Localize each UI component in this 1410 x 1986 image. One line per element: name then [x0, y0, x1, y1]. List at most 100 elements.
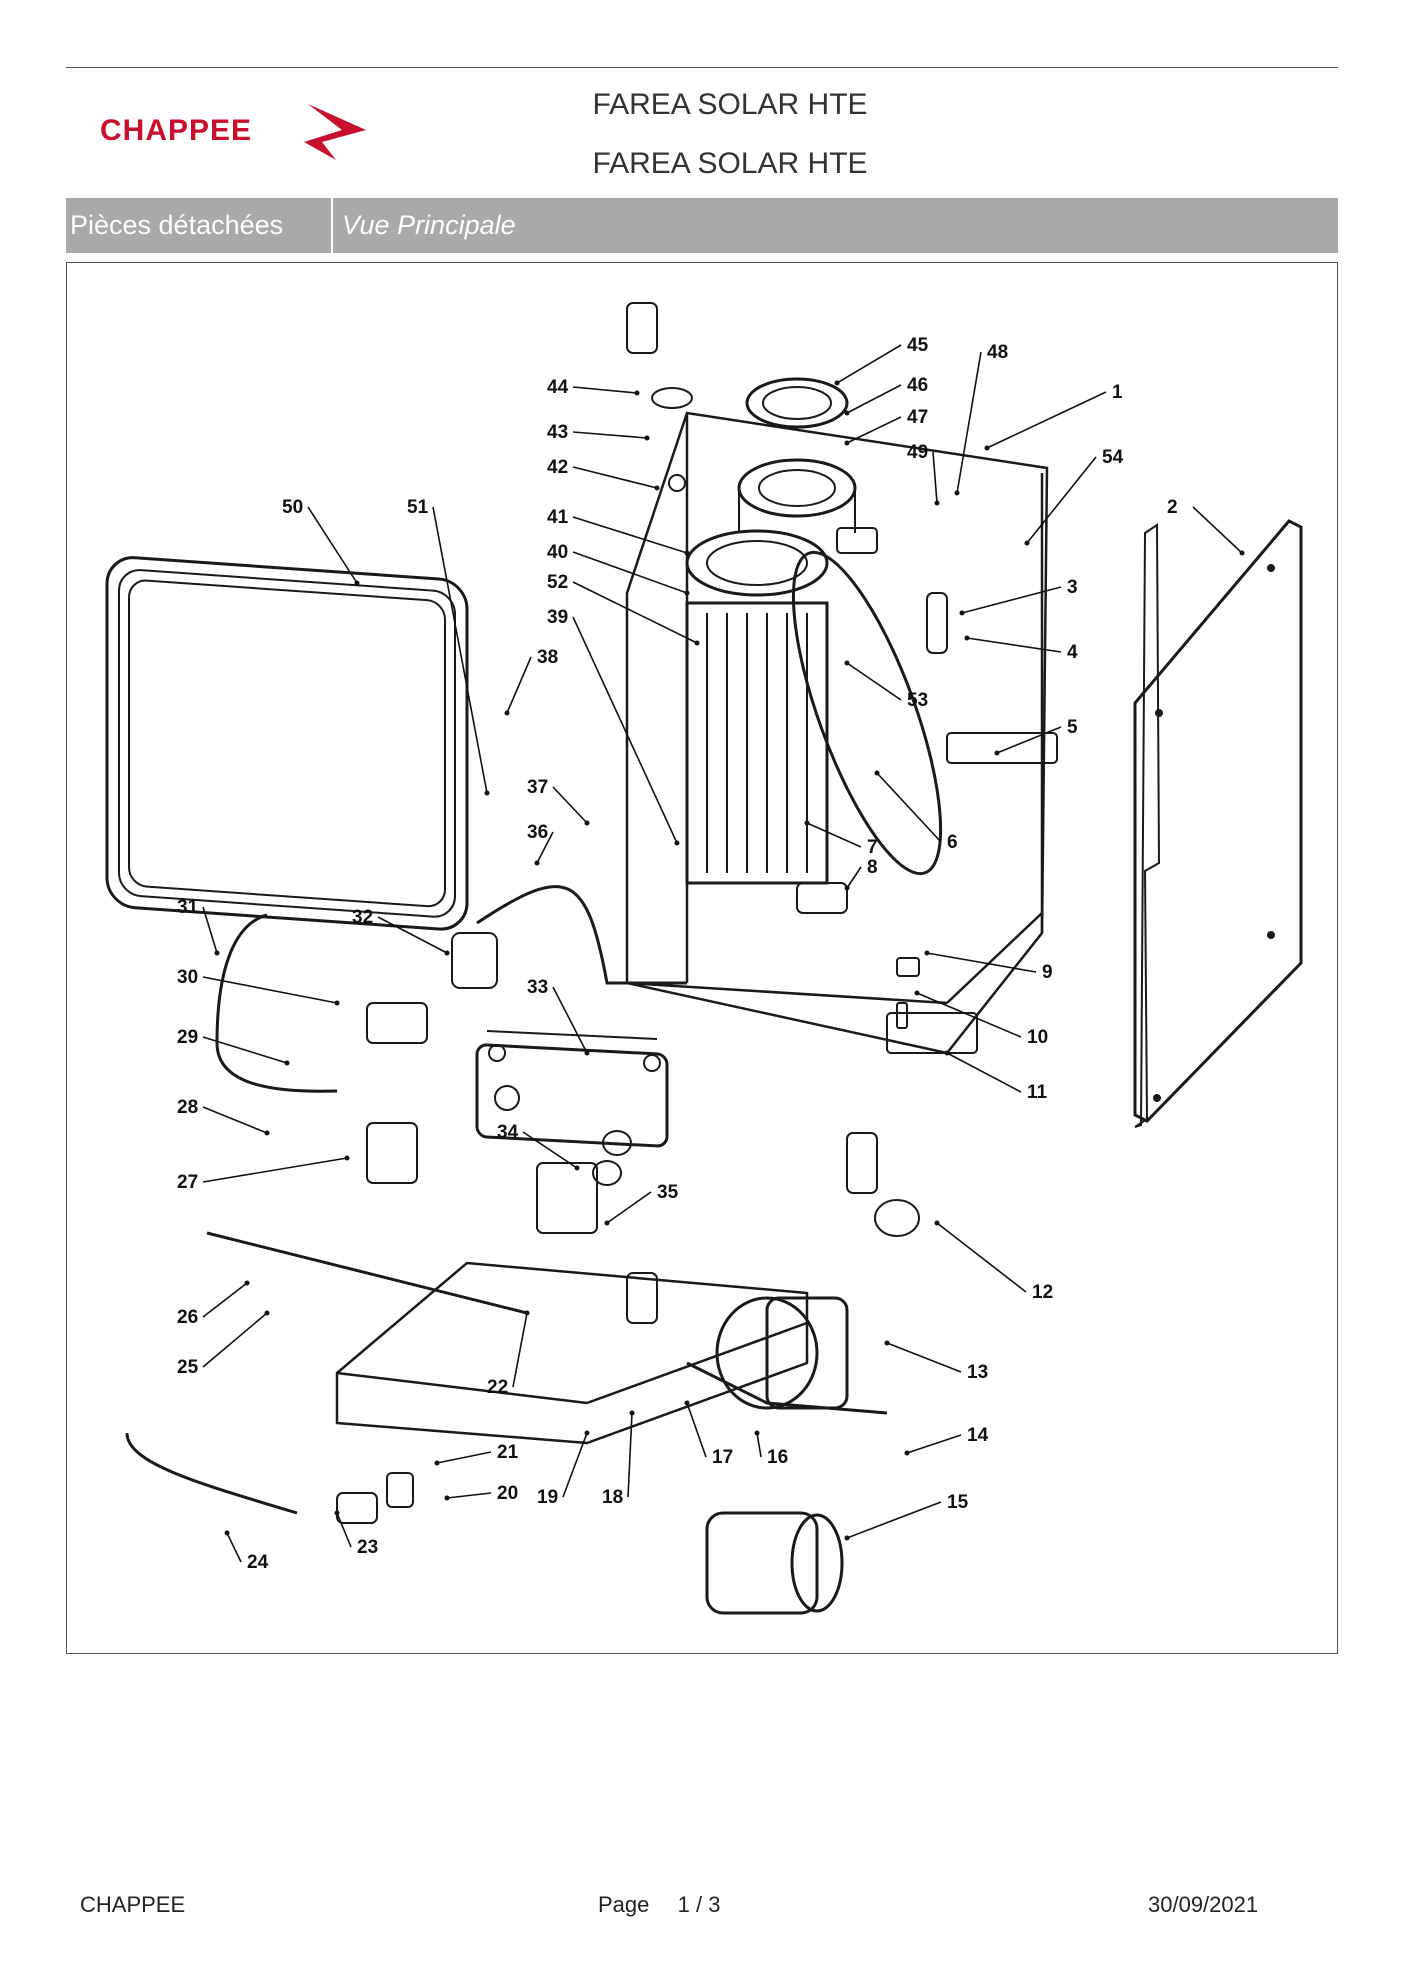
callout-30: 30: [177, 967, 340, 1006]
callout-37: 37: [527, 777, 590, 826]
callout-14: 14: [904, 1425, 989, 1456]
callout-arrowhead-52: [694, 640, 700, 646]
callout-arrowhead-45: [834, 380, 840, 386]
callout-leader-42: [572, 466, 658, 489]
callout-leader-27: [202, 1157, 348, 1183]
callout-label-8: 8: [867, 857, 878, 878]
plate-heat-exchanger-drawing: [475, 1030, 669, 1148]
callout-label-30: 30: [177, 967, 198, 988]
callout-label-1: 1: [1112, 382, 1123, 403]
callout-33: 33: [527, 977, 590, 1056]
callout-leader-43: [572, 431, 648, 439]
callout-23: 23: [334, 1510, 378, 1558]
callout-arrowhead-6: [874, 770, 880, 776]
flue-outlet-drawing: [737, 377, 857, 533]
callout-label-53: 53: [907, 690, 928, 711]
callout-leader-29: [202, 1036, 288, 1064]
callout-label-19: 19: [537, 1487, 558, 1508]
callout-28: 28: [177, 1097, 270, 1136]
callout-arrowhead-46: [844, 410, 850, 416]
callout-label-39: 39: [547, 607, 568, 628]
callout-label-15: 15: [947, 1492, 969, 1513]
callout-arrowhead-9: [924, 950, 930, 956]
callout-label-25: 25: [177, 1357, 199, 1378]
tab-spare-parts[interactable]: Pièces détachées: [66, 198, 333, 253]
callout-45: 45: [834, 335, 929, 386]
callout-44: 44: [547, 377, 640, 398]
small-components-drawing: [336, 302, 1058, 1524]
callout-arrowhead-36: [534, 860, 540, 866]
callout-leader-45: [836, 344, 902, 384]
callout-leader-13: [886, 1342, 962, 1373]
hydraulic-block-drawing: [335, 1261, 809, 1445]
callout-38: 38: [504, 647, 558, 716]
callout-label-44: 44: [547, 377, 569, 398]
callout-label-6: 6: [947, 832, 958, 853]
callout-label-41: 41: [547, 507, 569, 528]
logo-text: CHAPPEE: [100, 114, 253, 147]
callout-label-18: 18: [602, 1487, 623, 1508]
callout-label-7: 7: [867, 837, 878, 858]
footer-date: 30/09/2021: [1148, 1892, 1259, 1917]
callout-label-12: 12: [1032, 1282, 1053, 1303]
callout-15: 15: [844, 1492, 969, 1541]
callout-leader-24: [226, 1532, 242, 1563]
callout-leader-34: [522, 1131, 578, 1169]
callout-16: 16: [754, 1430, 788, 1468]
callout-arrowhead-49: [934, 500, 940, 506]
callout-arrowhead-53: [844, 660, 850, 666]
callout-leader-8: [846, 866, 862, 889]
callout-leader-26: [202, 1282, 248, 1318]
callout-leader-18: [627, 1412, 633, 1498]
callout-arrowhead-38: [504, 710, 510, 716]
callout-leader-2: [1192, 506, 1243, 554]
side-panel-drawing: [1133, 519, 1303, 1128]
callout-label-36: 36: [527, 822, 548, 843]
callout-54: 54: [1024, 447, 1124, 546]
callout-arrowhead-12: [934, 1220, 940, 1226]
callout-label-49: 49: [907, 442, 928, 463]
callout-label-42: 42: [547, 457, 568, 478]
callout-label-34: 34: [497, 1122, 519, 1143]
callout-leader-21: [436, 1451, 492, 1464]
callout-12: 12: [934, 1220, 1053, 1303]
document-subtitle: FAREA SOLAR HTE: [592, 147, 868, 180]
callout-leader-49: [932, 451, 938, 504]
callout-50: 50: [282, 497, 360, 586]
callout-arrowhead-31: [214, 950, 220, 956]
document-title: FAREA SOLAR HTE: [592, 88, 868, 121]
callout-label-13: 13: [967, 1362, 988, 1383]
callout-label-11: 11: [1027, 1082, 1048, 1103]
callout-46: 46: [844, 375, 928, 416]
callout-arrowhead-8: [844, 885, 850, 891]
callout-label-3: 3: [1067, 577, 1078, 598]
pipework-drawing: [125, 885, 888, 1515]
callout-arrowhead-16: [754, 1430, 760, 1436]
callout-leader-1: [986, 391, 1107, 449]
callout-arrowhead-14: [904, 1450, 910, 1456]
callout-arrowhead-17: [684, 1400, 690, 1406]
callout-label-50: 50: [282, 497, 303, 518]
callout-layer: 1234567891011121314151617181920212223242…: [177, 335, 1245, 1573]
callout-leader-14: [906, 1434, 962, 1454]
callout-52: 52: [547, 572, 700, 646]
callout-26: 26: [177, 1280, 250, 1328]
callout-48: 48: [954, 342, 1008, 496]
callout-label-5: 5: [1067, 717, 1078, 738]
callout-arrowhead-7: [804, 820, 810, 826]
callout-34: 34: [497, 1122, 580, 1171]
callout-leader-40: [572, 551, 688, 594]
callout-label-21: 21: [497, 1442, 519, 1463]
callout-label-24: 24: [247, 1552, 269, 1573]
callout-label-10: 10: [1027, 1027, 1048, 1048]
tab-main-view[interactable]: Vue Principale: [342, 210, 516, 240]
callout-leader-50: [307, 506, 358, 584]
callout-arrowhead-47: [844, 440, 850, 446]
callout-arrowhead-26: [244, 1280, 250, 1286]
callout-arrowhead-35: [604, 1220, 610, 1226]
callout-arrowhead-44: [634, 390, 640, 396]
callout-leader-15: [846, 1501, 942, 1539]
callout-label-16: 16: [767, 1447, 788, 1468]
callout-leader-30: [202, 976, 338, 1004]
callout-47: 47: [844, 407, 928, 446]
